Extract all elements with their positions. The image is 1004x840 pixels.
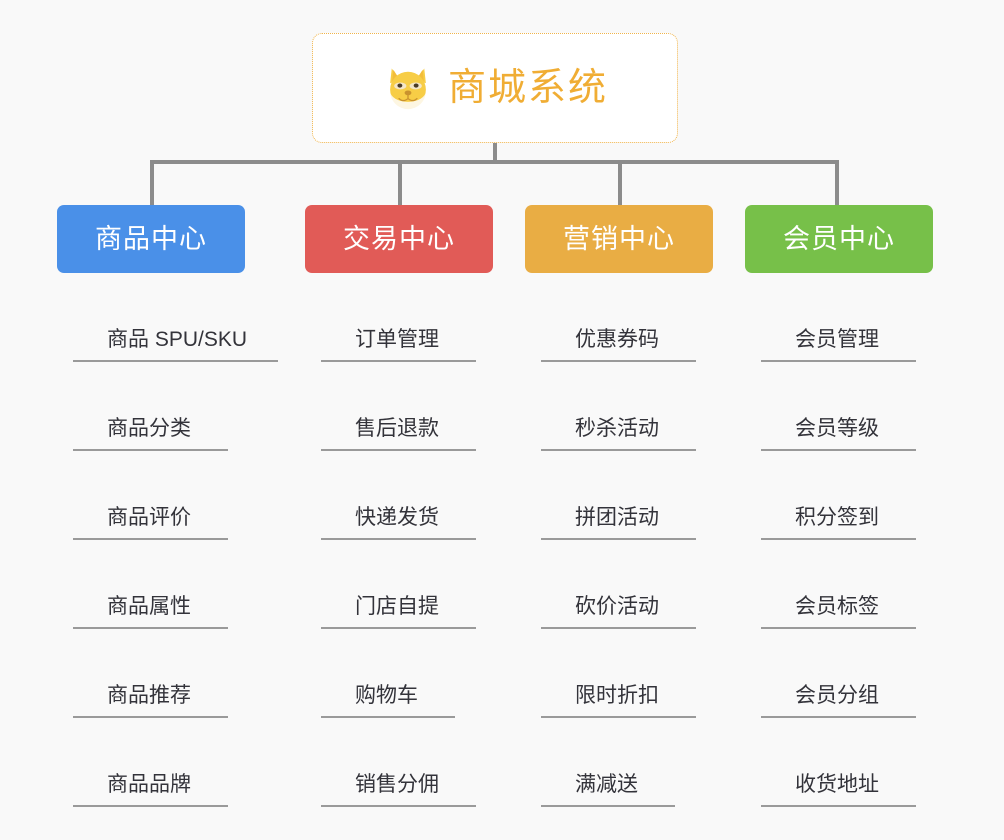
list-item[interactable]: 会员分组 [761, 629, 916, 718]
list-item[interactable]: 收货地址 [761, 718, 916, 807]
list-item[interactable]: 会员等级 [761, 362, 916, 451]
connector-drop-1 [150, 160, 154, 205]
list-item[interactable]: 商品品牌 [73, 718, 228, 807]
branch-title-2: 交易中心 [343, 223, 455, 254]
connector-root-stem [493, 143, 497, 164]
branch-title-3: 营销中心 [563, 223, 675, 254]
list-item[interactable]: 商品属性 [73, 540, 228, 629]
list-item[interactable]: 快递发货 [321, 451, 476, 540]
list-item[interactable]: 积分签到 [761, 451, 916, 540]
list-item[interactable]: 商品 SPU/SKU [73, 273, 278, 362]
list-item[interactable]: 限时折扣 [541, 629, 696, 718]
root-node[interactable]: 商城系统 [312, 33, 678, 143]
root-title: 商城系统 [447, 67, 608, 109]
list-item[interactable]: 满减送 [541, 718, 675, 807]
branch-header-3[interactable]: 营销中心 [525, 205, 713, 273]
list-item[interactable]: 购物车 [321, 629, 455, 718]
list-item[interactable]: 秒杀活动 [541, 362, 696, 451]
list-item[interactable]: 砍价活动 [541, 540, 696, 629]
list-item[interactable]: 会员管理 [761, 273, 916, 362]
list-item[interactable]: 售后退款 [321, 362, 476, 451]
branch-header-1[interactable]: 商品中心 [57, 205, 245, 273]
list-item[interactable]: 商品推荐 [73, 629, 228, 718]
connector-drop-3 [618, 160, 622, 205]
list-item[interactable]: 商品分类 [73, 362, 228, 451]
list-item[interactable]: 拼团活动 [541, 451, 696, 540]
list-item[interactable]: 销售分佣 [321, 718, 476, 807]
branch-title-1: 商品中心 [95, 223, 207, 254]
branch-header-4[interactable]: 会员中心 [745, 205, 933, 273]
list-item[interactable]: 优惠券码 [541, 273, 696, 362]
list-item[interactable]: 门店自提 [321, 540, 476, 629]
list-item[interactable]: 商品评价 [73, 451, 228, 540]
connector-drop-2 [398, 160, 402, 205]
branch-header-2[interactable]: 交易中心 [305, 205, 493, 273]
branch-title-4: 会员中心 [783, 223, 895, 254]
connector-horizontal-bus [150, 160, 839, 164]
connector-drop-4 [835, 160, 839, 205]
list-item[interactable]: 会员标签 [761, 540, 916, 629]
list-item[interactable]: 订单管理 [321, 273, 476, 362]
shiba-dog-face-icon [390, 68, 426, 110]
